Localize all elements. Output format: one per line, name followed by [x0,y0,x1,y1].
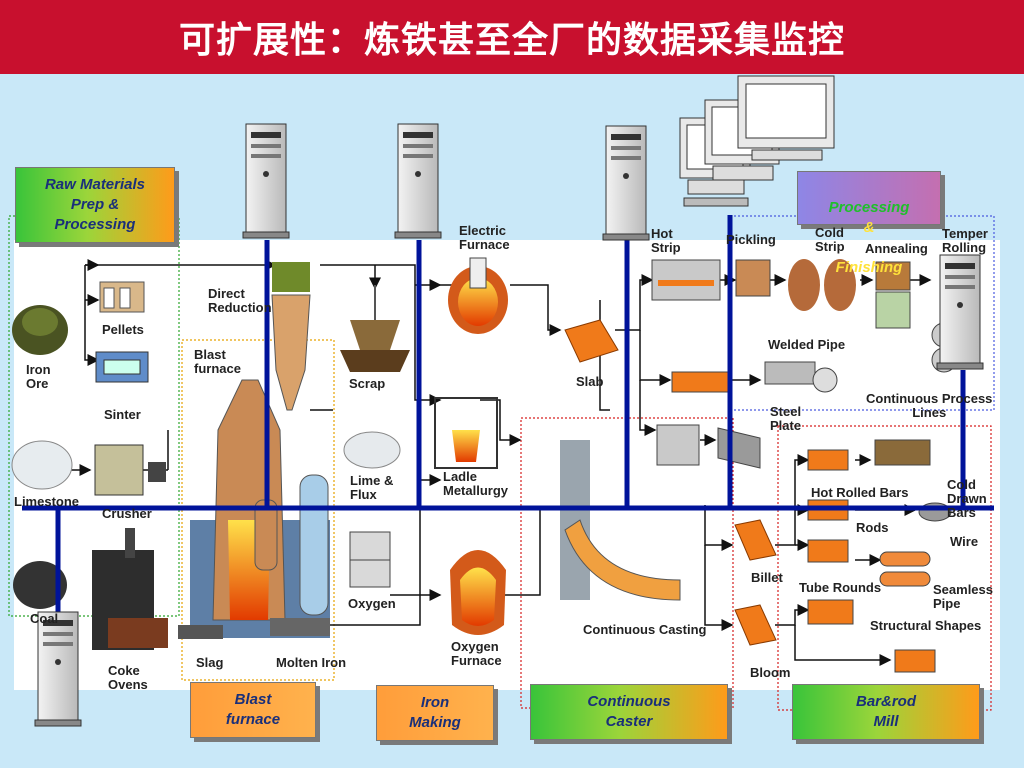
direct-reduction-icon [271,262,311,411]
label-structural-shapes: Structural Shapes [870,618,982,633]
data-bus-network [22,215,994,615]
coke-ovens-icon [92,528,168,650]
oxygen-furnace-icon [450,550,506,635]
label-annealing: Annealing [865,241,928,256]
label-molten-iron: Molten Iron [276,655,347,670]
label-coke-ovens: Coke Ovens [108,663,148,692]
label-continuous-process-lines: Continuous Process Lines [866,391,993,420]
scrap-magnet-icon [340,285,410,372]
server-tower-icon [602,125,650,241]
label-pickling: Pickling [726,232,776,247]
raw-materials-box: Raw Materials Prep & Processing [15,167,175,243]
billet-icon [734,519,777,561]
label-lime-flux: Lime & Flux [350,473,394,502]
steel-plate-mill-icon [656,424,761,469]
hot-rolled-bars-icon [807,449,849,471]
limestone-pile-icon [11,440,73,490]
equipment-illustrations [11,257,957,673]
label-billet: Billet [751,570,783,585]
label-sinter: Sinter [104,407,141,422]
crusher-icon [94,444,166,496]
label-hot-rolled-bars: Hot Rolled Bars [811,485,909,500]
continuous-caster-icon [560,440,681,601]
label-cold-strip: Cold Strip [815,225,845,254]
pellets-pile-icon [12,305,68,355]
label-welded-pipe: Welded Pipe [768,337,846,352]
ladle-metallurgy-icon [434,397,498,469]
iron-making-box: Iron Making [376,685,494,741]
title-bar: 可扩展性：炼铁甚至全厂的数据采集监控 [0,0,1024,74]
label-wire: Wire [950,534,979,549]
continuous-caster-box: Continuous Caster [530,684,728,740]
bloom-icon [734,604,777,646]
page-title: 可扩展性：炼铁甚至全厂的数据采集监控 [178,20,845,61]
label-seamless-pipe: Seamless Pipe [933,582,993,611]
slab-icon [564,319,619,363]
hot-strip-mill-icon [651,259,721,301]
label-iron-ore: Iron Ore [26,362,51,391]
label-pellets: Pellets [102,322,144,337]
roll-stand-icon [671,371,729,393]
bar-rod-mill-box: Bar&rod Mill [792,684,980,740]
processing-finishing-box: Processing & Finishing [797,171,941,276]
pickling-line-icon [735,259,771,297]
sinter-plant-icon [95,351,149,383]
cold-drawn-bars-icon [874,439,931,466]
label-direct-reduction: Direct Reduction [208,286,272,315]
label-tube-rounds: Tube Rounds [799,580,882,595]
sinter-machine-icon [99,281,145,313]
region-bar-rod [777,425,992,711]
workstation-monitors-icon [679,75,835,207]
lime-flux-icon [343,431,401,469]
label-scrap: Scrap [349,376,386,391]
label-electric-furnace: Electric Furnace [459,223,510,252]
coal-pile-icon [13,561,67,609]
label-ladle-metallurgy: Ladle Metallurgy [443,469,509,498]
annealing-furnace-icon [875,261,911,329]
label-temper-rolling: Temper Rolling [942,226,988,255]
label-blast-furnace-unit: Blast furnace [194,347,241,376]
structural-shapes-icon [807,599,854,625]
label-oxygen-furnace: Oxygen Furnace [451,639,502,668]
server-tower-icon [242,123,290,239]
finishing-word: Finishing [835,259,903,276]
label-cold-drawn-bars: Cold Drawn Bars [947,477,987,520]
processing-word: Processing [828,199,910,216]
label-oxygen: Oxygen [348,596,396,611]
blast-furnace-box: Blast furnace [190,682,316,738]
electric-furnace-icon [448,257,508,334]
oxygen-tanks-icon [349,531,391,588]
label-limestone: Limestone [14,494,80,509]
label-coal: Coal [30,611,59,626]
server-tower-icon [936,254,984,370]
label-crusher: Crusher [102,506,152,521]
seamless-pipe-icon [879,551,931,587]
server-tower-icon [394,123,442,239]
server-tower-icon [34,611,82,727]
server-towers [34,123,984,727]
label-slag: Slag [196,655,224,670]
label-hot-strip: Hot Strip [651,226,681,255]
label-rods: Rods [856,520,889,535]
label-continuous-casting: Continuous Casting [583,622,707,637]
cold-strip-coils-icon [788,259,856,311]
shapes-beam-icon [894,649,936,673]
label-steel-plate: Steel Plate [770,404,802,433]
label-bloom: Bloom [750,665,791,680]
process-flow-arrows [60,259,932,666]
welded-pipe-icon [764,361,838,393]
label-slab: Slab [576,374,604,389]
tube-rounds-icon [807,539,849,563]
ampersand: & [863,219,875,236]
